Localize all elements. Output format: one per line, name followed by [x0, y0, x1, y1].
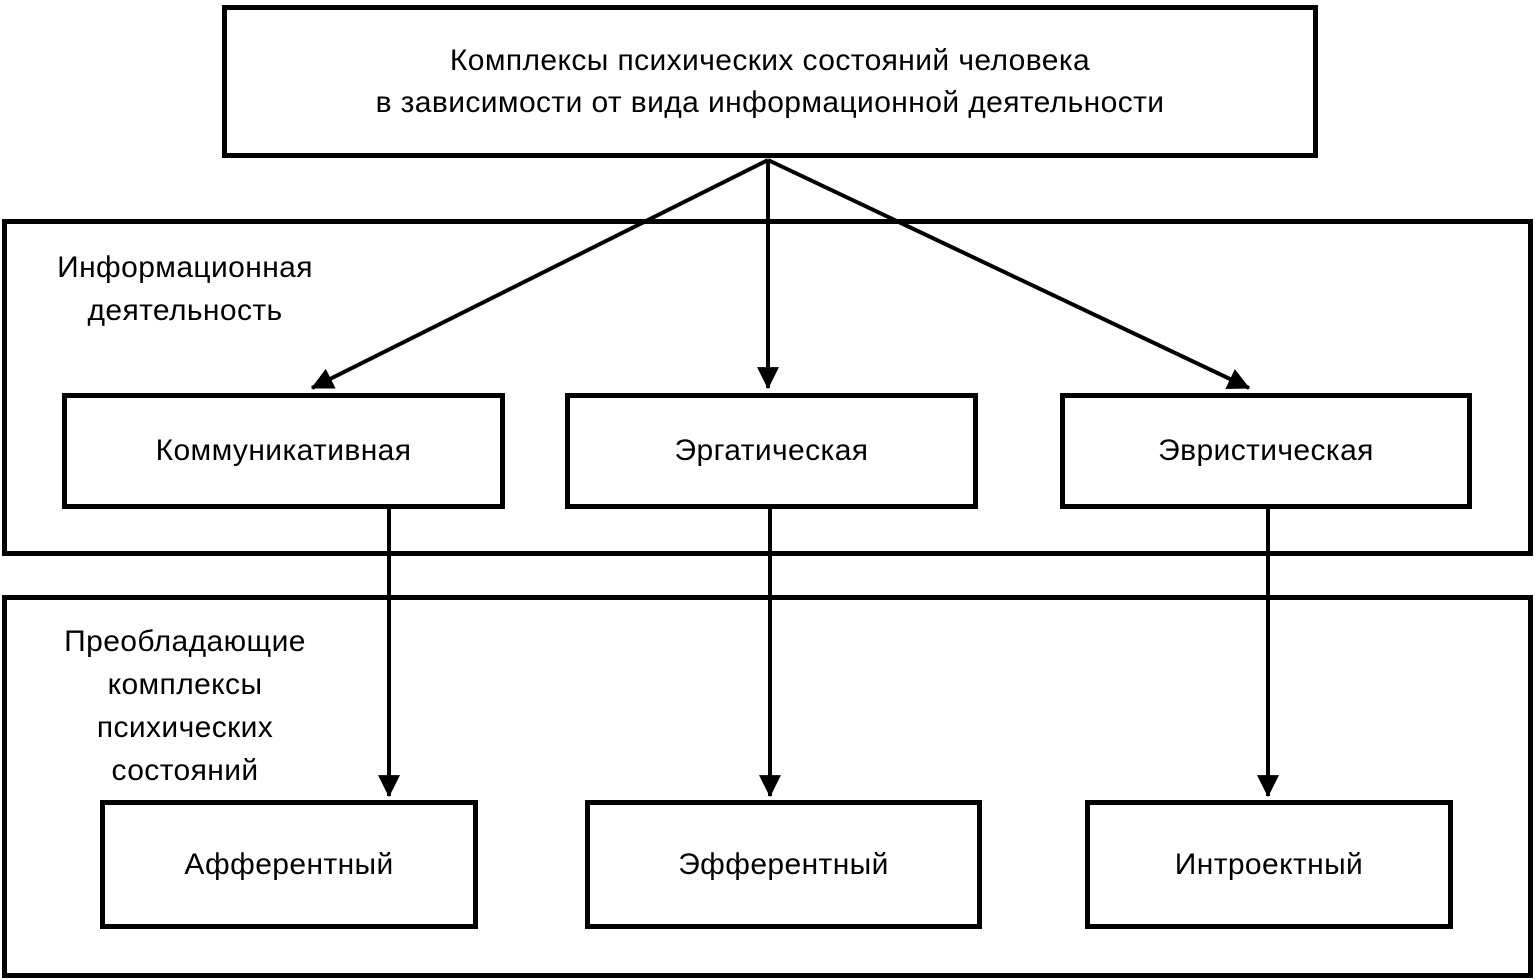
box-ergatic: Эргатическая — [565, 393, 978, 509]
box-afferent: Афферентный — [100, 800, 478, 929]
box-heuristic: Эвристическая — [1060, 393, 1472, 509]
label-information-activity: Информационная деятельность — [57, 251, 313, 327]
root-box: Комплексы психических состояний человека… — [222, 5, 1318, 158]
box-communicative: Коммуникативная — [62, 393, 505, 509]
root-box-line1: Комплексы психических состояний человека — [449, 43, 1091, 77]
label-prevailing-complexes: Преобладающие комплексы психических сост… — [64, 625, 306, 787]
root-box-line2: в зависимости от вида информационной дея… — [375, 85, 1165, 119]
box-introject: Интроектный — [1085, 800, 1453, 929]
box-efferent: Эфферентный — [585, 800, 982, 929]
